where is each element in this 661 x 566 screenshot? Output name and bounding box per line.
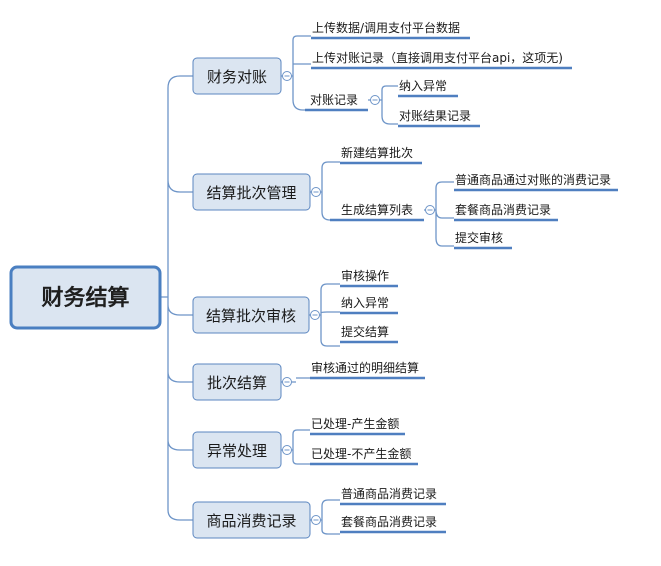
svg-text:纳入异常: 纳入异常 (399, 79, 447, 93)
svg-text:生成结算列表: 生成结算列表 (341, 202, 413, 217)
branch-label: 财务对账 (207, 68, 267, 86)
branch-node-batch-manage[interactable]: 结算批次管理 (192, 173, 311, 211)
leaf-handled-amount[interactable]: 已处理-产生金额 (310, 416, 405, 436)
svg-text:审核操作: 审核操作 (341, 268, 389, 283)
leaf-upload-data[interactable]: 上传数据/调用支付平台数据 (311, 20, 470, 40)
collapse-icon[interactable] (282, 71, 292, 81)
root-node[interactable]: 财务结算 (9, 265, 162, 330)
root-label: 财务结算 (41, 285, 129, 311)
collapse-icon[interactable] (282, 377, 292, 387)
leaf-review-include-exception[interactable]: 纳入异常 (340, 296, 398, 315)
leaf-approved-detail[interactable]: 审核通过的明细结算 (310, 360, 425, 380)
leaf-handled-no-amount[interactable]: 已处理-不产生金额 (310, 446, 418, 466)
branch-label: 结算批次审核 (206, 307, 296, 325)
branch-label: 批次结算 (207, 374, 267, 392)
branch-node-exception[interactable]: 异常处理 (192, 431, 282, 469)
leaf-upload-reconcile-record[interactable]: 上传对账记录（直接调用支付平台api，这项无) (311, 50, 572, 70)
leaf-review-operation[interactable]: 审核操作 (340, 268, 398, 288)
node-generate-list[interactable]: 生成结算列表 (330, 202, 424, 222)
branch-node-batch-review[interactable]: 结算批次审核 (192, 296, 310, 334)
svg-text:上传数据/调用支付平台数据: 上传数据/调用支付平台数据 (312, 20, 460, 35)
leaf-normal-consume[interactable]: 普通商品消费记录 (340, 486, 446, 506)
collapse-icon[interactable] (425, 205, 435, 215)
svg-text:审核通过的明细结算: 审核通过的明细结算 (311, 360, 419, 375)
svg-text:套餐商品消费记录: 套餐商品消费记录 (455, 202, 551, 217)
branch-node-reconcile[interactable]: 财务对账 (192, 57, 282, 95)
leaf-submit-review[interactable]: 提交审核 (454, 230, 512, 250)
svg-text:提交审核: 提交审核 (455, 230, 503, 245)
svg-text:普通商品通过对账的消费记录: 普通商品通过对账的消费记录 (455, 172, 611, 187)
collapse-icon[interactable] (311, 515, 321, 525)
node-reconcile-record[interactable]: 对账记录 (305, 93, 368, 112)
leaf-new-batch[interactable]: 新建结算批次 (340, 145, 422, 165)
collapse-toggles (282, 71, 435, 525)
leaf-package-consume[interactable]: 套餐商品消费记录 (454, 202, 558, 222)
leaf-reconcile-result[interactable]: 对账结果记录 (398, 109, 480, 128)
svg-text:对账记录: 对账记录 (310, 93, 358, 107)
leaf-normal-reconciled[interactable]: 普通商品通过对账的消费记录 (454, 172, 618, 192)
collapse-icon[interactable] (311, 187, 321, 197)
collapse-icon[interactable] (370, 95, 380, 105)
svg-text:普通商品消费记录: 普通商品消费记录 (341, 486, 437, 501)
branch-label: 异常处理 (207, 442, 267, 460)
svg-text:新建结算批次: 新建结算批次 (341, 145, 413, 160)
leaf-package-consume-record[interactable]: 套餐商品消费记录 (340, 514, 446, 534)
svg-text:已处理-产生金额: 已处理-产生金额 (311, 416, 399, 431)
branch-label: 商品消费记录 (206, 512, 296, 530)
collapse-icon[interactable] (282, 445, 292, 455)
svg-text:提交结算: 提交结算 (341, 324, 389, 339)
branch-label: 结算批次管理 (206, 184, 296, 202)
svg-text:套餐商品消费记录: 套餐商品消费记录 (341, 514, 437, 529)
leaf-submit-settle[interactable]: 提交结算 (340, 324, 398, 344)
svg-text:对账结果记录: 对账结果记录 (399, 109, 471, 123)
svg-text:已处理-不产生金额: 已处理-不产生金额 (311, 446, 411, 461)
leaf-include-exception[interactable]: 纳入异常 (398, 79, 458, 98)
branch-node-consume[interactable]: 商品消费记录 (192, 501, 311, 539)
svg-text:上传对账记录（直接调用支付平台api，这项无): 上传对账记录（直接调用支付平台api，这项无) (312, 50, 563, 65)
svg-text:纳入异常: 纳入异常 (341, 296, 389, 310)
root-spine (160, 75, 193, 521)
branch-node-batch-settle[interactable]: 批次结算 (192, 363, 282, 401)
collapse-icon[interactable] (310, 310, 320, 320)
